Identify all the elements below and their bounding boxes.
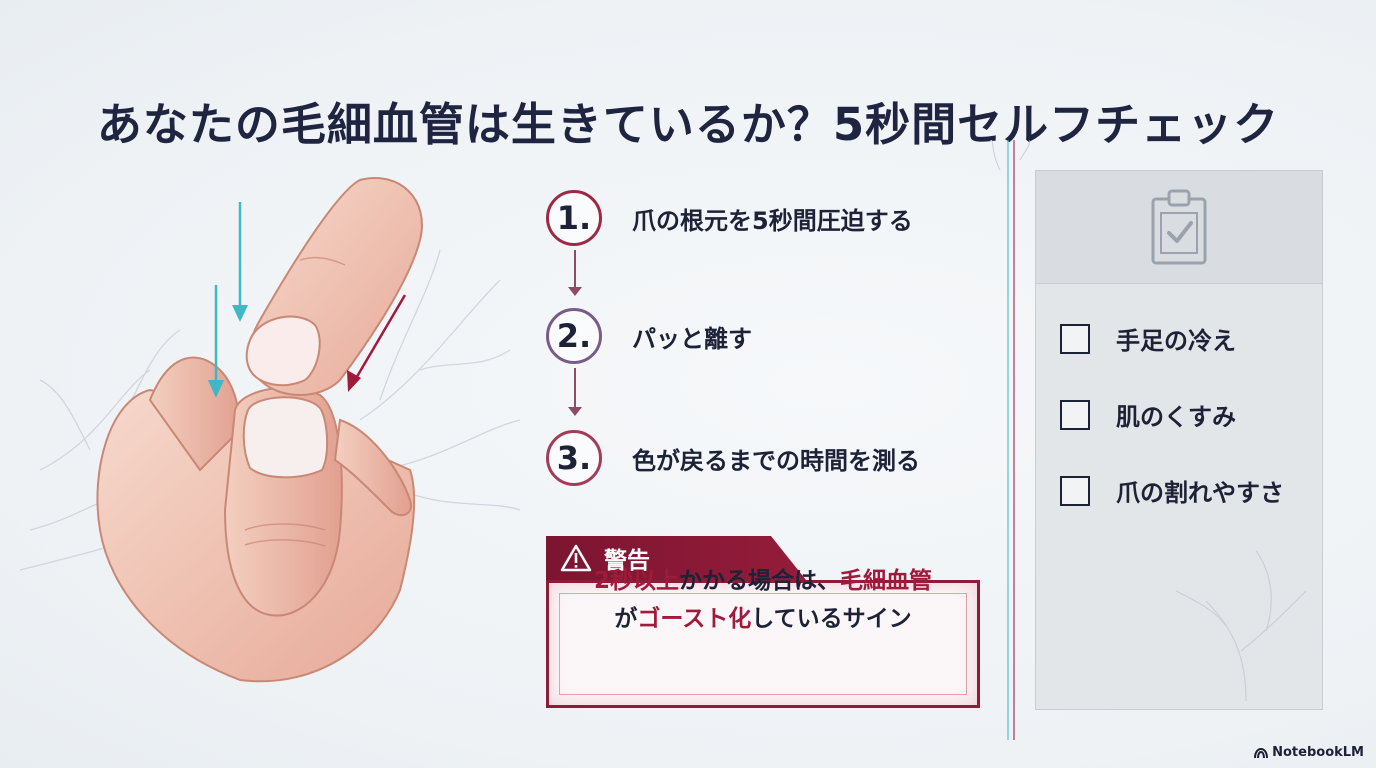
warning-text-condition: かかる場合は、	[679, 568, 840, 594]
warning-highlight-ghost: ゴースト化	[637, 606, 752, 632]
step-1: 1. 爪の根元を5秒間圧迫する	[546, 188, 913, 248]
step-number-2: 2.	[546, 308, 602, 364]
divider-lines	[990, 140, 1030, 740]
finger-press-illustration	[19, 177, 521, 683]
warning-body	[546, 580, 980, 708]
warning-message: 2秒以上かかる場合は、毛細血管 がゴースト化しているサイン	[546, 562, 980, 638]
step-number-1: 1.	[546, 190, 602, 246]
checklist-item-3[interactable]: 爪の割れやすさ	[1060, 473, 1284, 508]
brand-name: NotebookLM	[1272, 745, 1364, 760]
warning-highlight-capillary: 毛細血管	[840, 568, 932, 594]
step-3: 3. 色が戻るまでの時間を測る	[546, 428, 920, 488]
warning-triangle-icon	[560, 544, 592, 572]
vein-decoration	[1175, 550, 1307, 701]
checkbox-1[interactable]	[1060, 323, 1090, 354]
checkbox-3[interactable]	[1060, 475, 1090, 506]
checkbox-2[interactable]	[1060, 399, 1090, 430]
warning-highlight-duration: 2秒以上	[593, 568, 679, 594]
warning-inner-frame	[559, 593, 967, 695]
steps-list: 1. 爪の根元を5秒間圧迫する 2. パッと離す 3. 色が戻るまでの時間を測る	[546, 188, 986, 508]
checklist-item-2[interactable]: 肌のくすみ	[1060, 397, 1236, 432]
checklist-label-3: 爪の割れやすさ	[1116, 479, 1284, 507]
step-arrow-1	[568, 250, 582, 296]
page-title: あなたの毛細血管は生きているか？5秒間セルフチェック	[96, 98, 1280, 152]
clipboard-check-icon	[1151, 189, 1207, 265]
step-number-3: 3.	[546, 430, 602, 486]
warning-text-sign: しているサイン	[751, 606, 912, 632]
step-arrow-2	[568, 368, 582, 416]
step-text-1: 爪の根元を5秒間圧迫する	[632, 206, 913, 235]
step-text-2: パッと離す	[632, 324, 752, 353]
checklist-item-1[interactable]: 手足の冷え	[1060, 321, 1236, 356]
checklist-label-1: 手足の冷え	[1116, 327, 1236, 355]
warning-header: 警告	[546, 536, 806, 580]
checklist-label-2: 肌のくすみ	[1116, 403, 1236, 431]
warning-line-2: がゴースト化しているサイン	[546, 600, 980, 638]
warning-text-particle: が	[614, 606, 638, 632]
warning-box: 警告 2秒以上かかる場合は、毛細血管 がゴースト化しているサイン	[546, 536, 980, 708]
checklist-panel: 手足の冷え 肌のくすみ 爪の割れやすさ	[1035, 170, 1323, 710]
warning-line-1: 2秒以上かかる場合は、毛細血管	[546, 562, 980, 600]
checklist-header	[1036, 171, 1322, 284]
step-2: 2. パッと離す	[546, 306, 752, 366]
step-text-3: 色が戻るまでの時間を測る	[632, 446, 920, 475]
warning-label: 警告	[604, 548, 650, 574]
brand-badge: NotebookLM	[1254, 745, 1364, 760]
notebooklm-logo-icon	[1254, 747, 1269, 758]
